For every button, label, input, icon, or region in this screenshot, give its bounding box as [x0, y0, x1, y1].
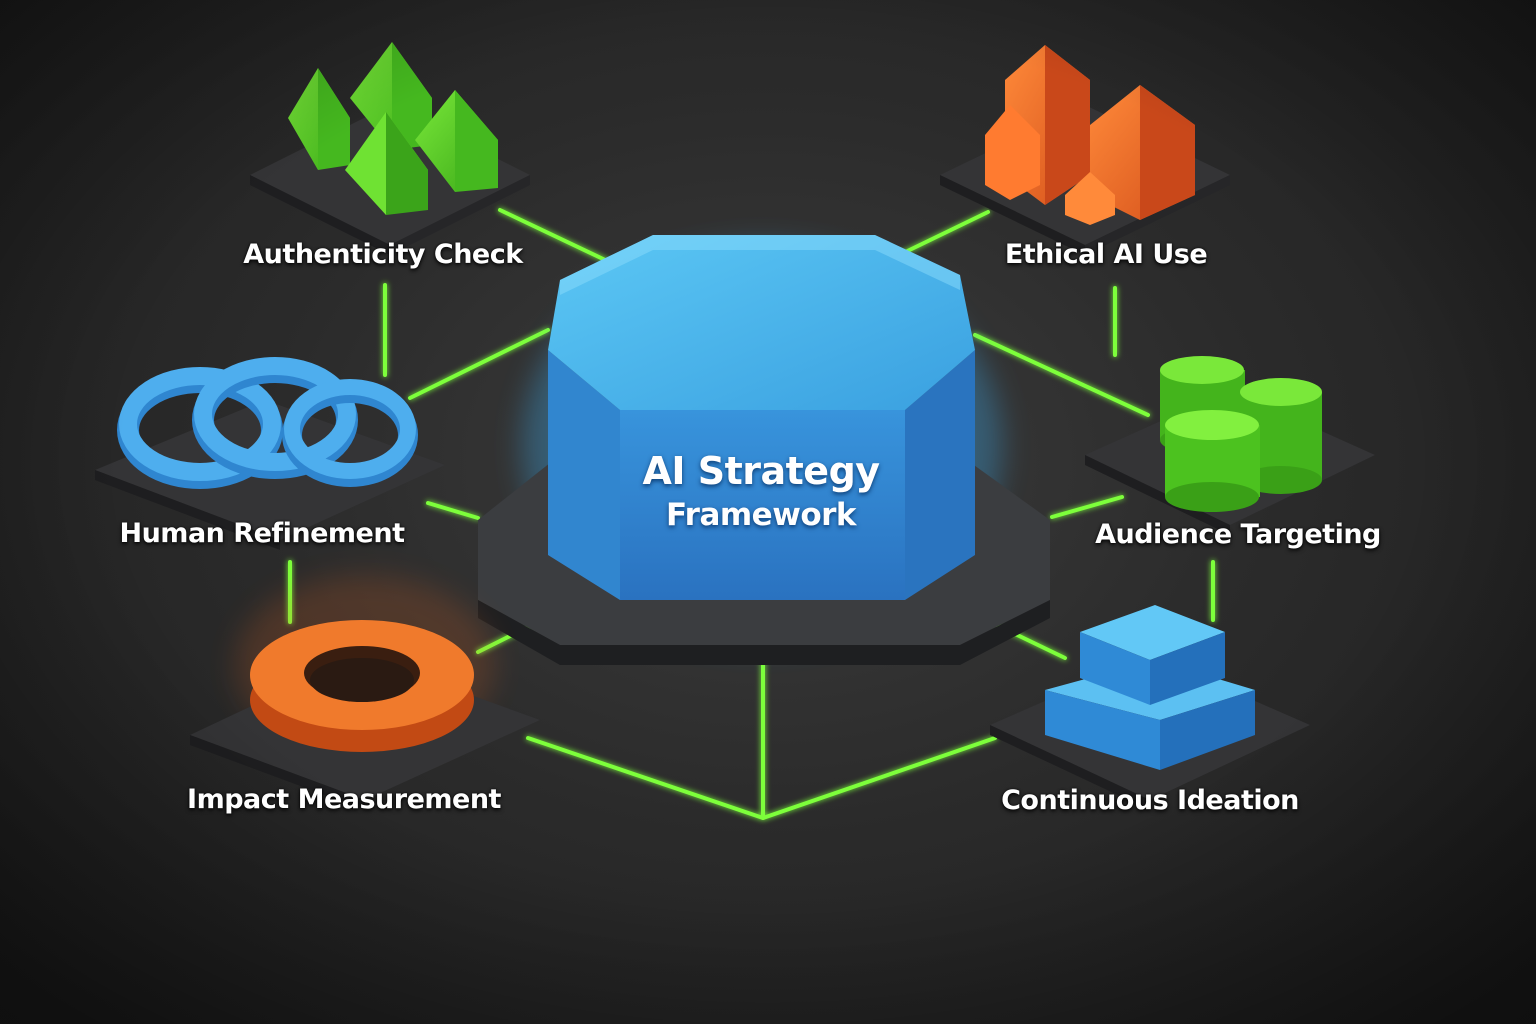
node-label-impact-measurement: Impact Measurement: [187, 784, 501, 815]
center-title-line1: AI Strategy: [642, 449, 880, 493]
node-label-ethical-ai-use: Ethical AI Use: [1004, 239, 1208, 270]
node-label-human-refinement: Human Refinement: [119, 518, 405, 549]
node-label-audience-targeting: Audience Targeting: [1095, 519, 1381, 550]
node-label-continuous-ideation: Continuous Ideation: [1001, 785, 1299, 816]
center-title-line2: Framework: [665, 497, 857, 533]
node-label-authenticity-check: Authenticity Check: [243, 239, 523, 270]
